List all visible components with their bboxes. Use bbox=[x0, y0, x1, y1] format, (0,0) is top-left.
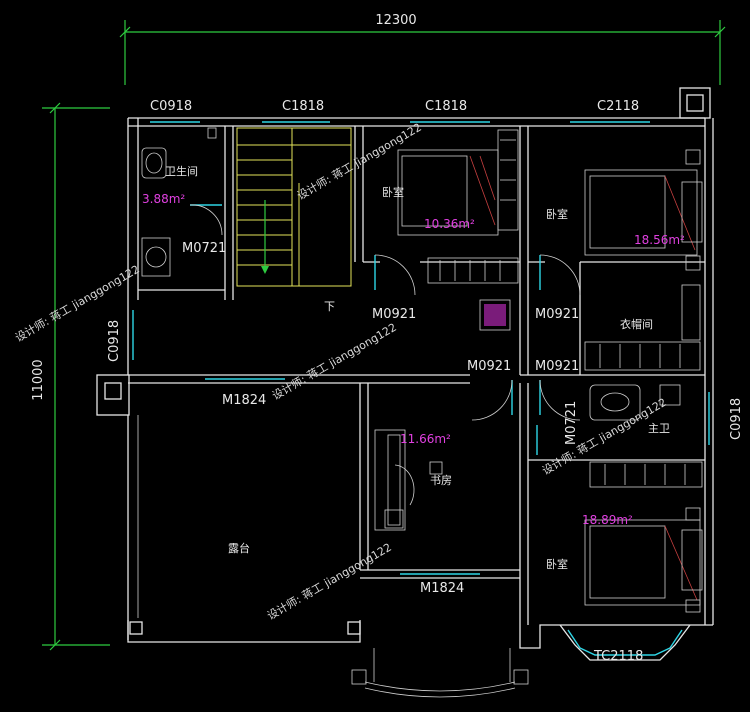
master-bath-fixtures bbox=[589, 384, 703, 488]
room-bathroom-area: 3.88m² bbox=[142, 192, 185, 206]
label-m0721-left: M0721 bbox=[182, 241, 226, 256]
room-study-area: 11.66m² bbox=[400, 432, 451, 446]
interior-walls bbox=[128, 126, 705, 625]
label-m1824-b: M1824 bbox=[420, 581, 464, 596]
room-bathroom-name: 卫生间 bbox=[165, 164, 198, 178]
label-c1818-a: C1818 bbox=[282, 99, 324, 114]
staircase bbox=[236, 127, 352, 287]
label-c0918-right: C0918 bbox=[729, 398, 744, 440]
room-bedroom-se-name: 卧室 bbox=[546, 557, 568, 571]
height-dimension: 11000 bbox=[31, 359, 46, 400]
bed-mid bbox=[397, 129, 519, 284]
label-m0921-c: M0921 bbox=[467, 359, 511, 374]
room-bedroom-ne-area: 18.56m² bbox=[634, 233, 685, 247]
bed-ne bbox=[584, 149, 703, 271]
watermark: 设计师: 蒋工 jianggong122 bbox=[265, 541, 394, 623]
label-tc2118: TC2118 bbox=[593, 649, 643, 664]
bathroom-fixtures bbox=[141, 127, 217, 277]
watermark: 设计师: 蒋工 jianggong122 bbox=[295, 121, 424, 203]
window-marks bbox=[132, 121, 710, 575]
watermark: 设计师: 蒋工 jianggong122 bbox=[13, 263, 142, 345]
room-bedroom-se-area: 18.89m² bbox=[582, 513, 633, 527]
closet-fixtures bbox=[479, 284, 701, 371]
room-closet-name: 衣帽间 bbox=[620, 317, 653, 331]
label-m0721-right: M0721 bbox=[564, 401, 579, 445]
label-m0921-a: M0921 bbox=[372, 307, 416, 322]
room-bedroom-mid-area: 10.36m² bbox=[424, 217, 475, 231]
watermark: 设计师: 蒋工 jianggong122 bbox=[270, 321, 399, 403]
label-c2118-top: C2118 bbox=[597, 99, 639, 114]
dimension-lines bbox=[42, 20, 726, 651]
stair-down-label: 下 bbox=[324, 300, 335, 313]
room-terrace-name: 露台 bbox=[228, 541, 250, 555]
room-study-name: 书房 bbox=[430, 474, 452, 487]
label-c0918-left: C0918 bbox=[107, 320, 122, 362]
bay-window bbox=[559, 624, 691, 661]
label-m1824-a: M1824 bbox=[222, 393, 266, 408]
room-bedroom-mid-name: 卧室 bbox=[382, 185, 404, 199]
label-c0918-top: C0918 bbox=[150, 99, 192, 114]
width-dimension: 12300 bbox=[375, 13, 416, 28]
study-fixtures bbox=[374, 429, 443, 531]
label-m0921-b: M0921 bbox=[535, 307, 579, 322]
room-master-bath-name: 主卫 bbox=[648, 422, 670, 435]
outer-walls bbox=[96, 87, 714, 649]
label-c1818-b: C1818 bbox=[425, 99, 467, 114]
door-swings bbox=[189, 204, 581, 421]
bed-se bbox=[584, 507, 703, 613]
label-m0921-d: M0921 bbox=[535, 359, 579, 374]
room-bedroom-ne-name: 卧室 bbox=[546, 207, 568, 221]
balcony-arc bbox=[351, 648, 529, 698]
